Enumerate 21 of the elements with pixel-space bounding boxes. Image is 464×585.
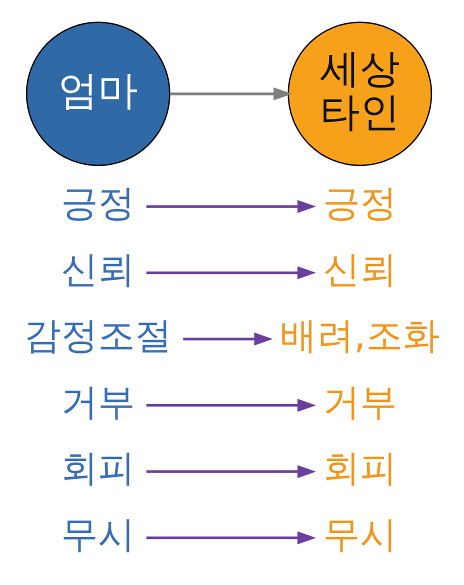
node-text: 회피	[322, 446, 397, 490]
node-text: 신뢰	[61, 247, 136, 290]
node-text: 감정조절	[24, 314, 172, 357]
arrow	[146, 200, 316, 213]
arrow	[170, 86, 292, 100]
arrow	[146, 464, 316, 478]
node-circle: 세상 타인	[288, 21, 432, 166]
arrow	[146, 530, 316, 544]
node-text: 긍정	[61, 181, 136, 224]
node-text: 무시	[61, 512, 136, 556]
node-text: 무시	[322, 512, 397, 556]
node-text: 신뢰	[322, 247, 397, 290]
arrow	[146, 398, 316, 412]
node-text: 배려,조화	[280, 314, 440, 357]
node-text: 거부	[61, 380, 136, 423]
node-text: 회피	[61, 446, 136, 490]
arrow	[183, 332, 273, 346]
node-text: 긍정	[322, 181, 397, 224]
arrow	[146, 266, 316, 279]
node-text: 거부	[322, 380, 397, 423]
node-circle: 엄마	[26, 21, 170, 166]
